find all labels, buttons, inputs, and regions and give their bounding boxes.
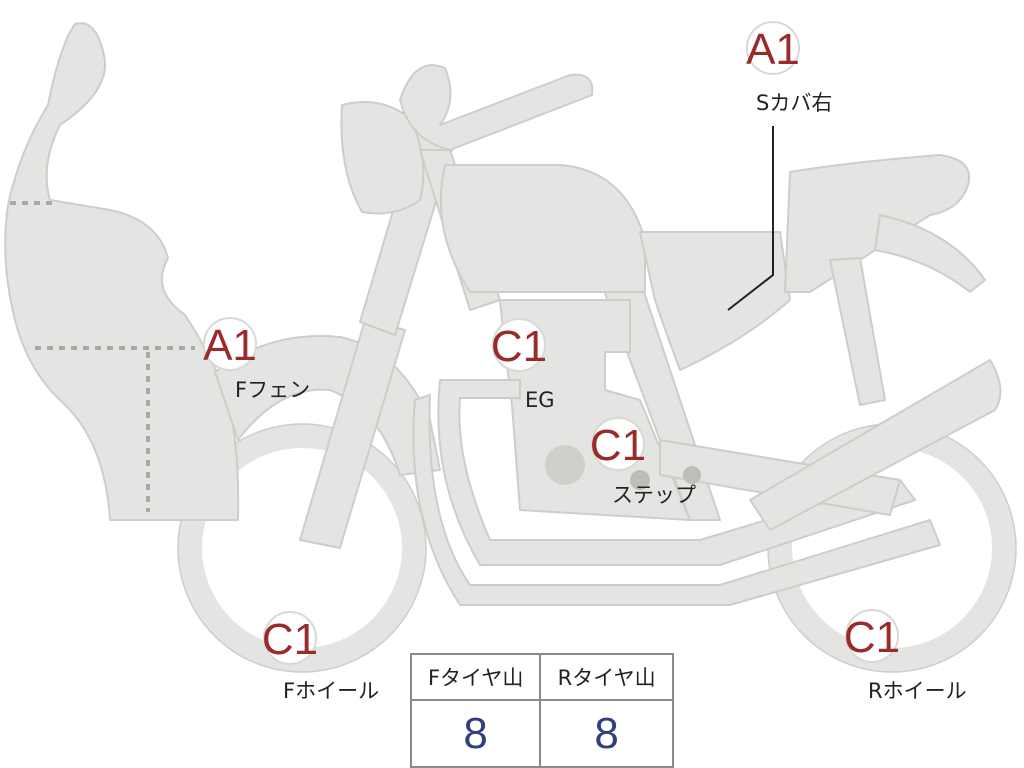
engine-grade-badge: C1 <box>491 318 547 372</box>
step-label: ステップ <box>612 483 696 507</box>
side-cover-label: Sカバ右 <box>756 91 832 115</box>
svg-text:C1: C1 <box>844 613 900 662</box>
svg-text:C1: C1 <box>590 421 646 470</box>
rear-wheel-label: Rホイール <box>868 679 967 703</box>
rear-tire-tread-header: Rタイヤ山 <box>539 652 674 702</box>
svg-text:C1: C1 <box>262 615 318 664</box>
step-grade-badge: C1 <box>590 417 646 471</box>
handlebar-shape <box>399 64 594 151</box>
front-tire-tread-value: 8 <box>409 699 542 768</box>
headlight-shape <box>340 101 425 215</box>
tire-tread-table: Fタイヤ山 Rタイヤ山 8 8 <box>409 652 674 768</box>
front-tire-tread-header: Fタイヤ山 <box>409 652 542 702</box>
rear-tire-tread-value: 8 <box>539 699 674 768</box>
fuel-tank-shape <box>439 164 646 293</box>
side-cover-shape <box>639 231 791 371</box>
front-wheel-grade-badge: C1 <box>262 611 318 665</box>
rear-shock-shape <box>749 359 1002 531</box>
svg-text:A1: A1 <box>746 25 800 74</box>
tail-shape <box>874 214 986 293</box>
svg-text:C1: C1 <box>491 322 547 371</box>
rear-wheel-grade-badge: C1 <box>844 609 900 663</box>
fairing-shape <box>4 22 240 521</box>
side-cover-grade-badge: A1 <box>746 21 800 75</box>
front-wheel-label: Fホイール <box>283 679 379 703</box>
side-cover-leader-line <box>727 126 774 311</box>
front-fender-label: Fフェン <box>235 378 310 402</box>
seat-shape <box>784 154 971 293</box>
front-fender-grade-badge: A1 <box>203 317 257 371</box>
engine-label: EG <box>525 388 555 412</box>
svg-text:A1: A1 <box>203 321 257 370</box>
